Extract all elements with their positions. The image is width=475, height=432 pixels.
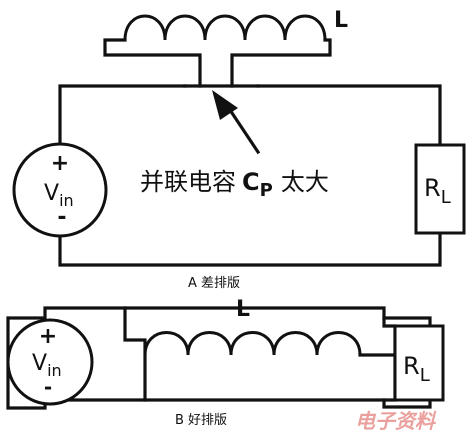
voltage-source-b-plus: + [39,324,57,349]
inductor-a-right-lead [230,38,332,88]
diagram-a-top-right-wire [256,84,442,147]
load-resistor-b-box [393,324,445,402]
diagram-b: + Vin - L RL B 好排版 [6,297,445,428]
diagram-a-bottom-wire [58,231,442,267]
voltage-source-a-circle [12,142,108,238]
diagram-a-top-left-wire [58,84,187,147]
voltage-source-a-plus: + [51,151,69,176]
voltage-source-b-v: V [32,351,47,376]
voltage-source-b-minus: - [44,375,52,399]
diagram-b-top-wire [123,306,386,320]
load-resistor-a: RL [414,143,466,235]
load-resistor-b-label: RL [403,352,430,386]
voltage-source-b-circle [6,318,94,406]
load-resistor-a-box [414,143,466,235]
voltage-source-a-v: V [44,181,59,206]
caption-a: A 差排版 [188,276,240,291]
load-resistor-a-r: R [424,174,441,202]
voltage-source-a-label: Vin [44,181,74,210]
annotation-arrowhead [212,90,238,120]
voltage-source-a-minus: - [57,205,66,230]
voltage-source-b-label: Vin [32,351,62,380]
caption-b: B 好排版 [175,413,227,428]
annotation-c: C [242,168,260,196]
inductor-a-label: L [334,8,348,33]
annotation-sub: P [260,180,273,201]
inductor-a-coil [123,14,327,42]
load-resistor-b-sub: L [420,365,430,386]
annotation-arrow [212,90,261,155]
load-resistor-a-label: RL [424,174,451,208]
load-resistor-b-r: R [403,352,420,380]
annotation-suffix: 太大 [281,168,329,196]
annotation-prefix: 并联电容 [140,168,236,196]
watermark: 电子资料 [355,409,437,432]
inductor-a: L [103,8,348,88]
voltage-source-a: + Vin - [12,142,108,238]
load-resistor-a-sub: L [441,187,451,208]
voltage-source-a-sub: in [59,191,74,210]
inductor-a-left-lead [103,38,202,88]
voltage-source-b-sub: in [47,361,62,380]
voltage-source-b: + Vin - [6,318,94,406]
inductor-b-coil [143,331,362,357]
